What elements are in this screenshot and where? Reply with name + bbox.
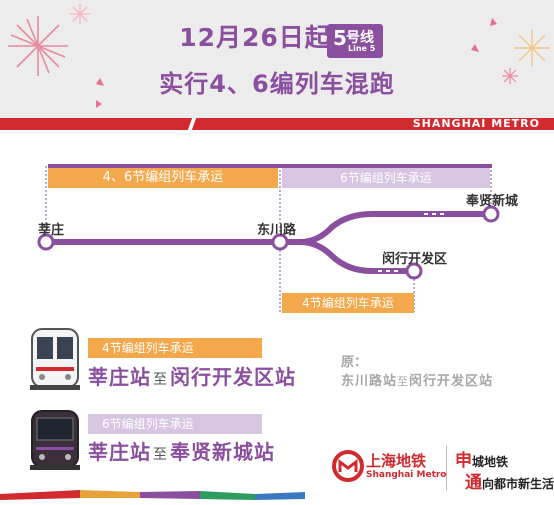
- station-dongchuanlu-label: 东川路: [257, 223, 297, 238]
- banner-4-6-cars: 4、6节编组列车承运: [48, 168, 278, 188]
- line-map: [37, 166, 500, 312]
- banner-4-6-topline: [48, 164, 280, 168]
- service-4car-route: 莘庄站至闵行开发区站: [88, 365, 296, 389]
- original-route: 东川路站至闵行开发区站: [341, 374, 494, 389]
- service-4car-tag: 4节编组列车承运: [88, 338, 262, 358]
- station-fengxian-marker: [482, 205, 500, 223]
- logo-en: Shanghai Metro: [366, 470, 447, 480]
- firework-left-icon: [8, 16, 68, 76]
- title-main: 实行4、6编列车混跑: [159, 70, 395, 98]
- service-6car-route: 莘庄站至奉贤新城站: [88, 440, 275, 464]
- track-fengxian: [280, 211, 491, 245]
- firework-small-right-icon: [502, 68, 518, 84]
- train-4car-icon: [30, 328, 80, 390]
- station-dongchuanlu-marker: [271, 233, 289, 251]
- brand-text: SHANGHAI METRO: [412, 117, 540, 130]
- train-6car-icon: [30, 410, 80, 470]
- firework-decorations: [8, 4, 550, 108]
- station-minhang-marker: [405, 262, 423, 280]
- confetti-shape: [96, 78, 104, 86]
- station-xinzhuang-label: 莘庄: [38, 223, 65, 238]
- logo-cn: 上海地铁: [366, 452, 427, 470]
- original-route-label: 原：: [341, 355, 368, 370]
- title-date: 12月26日起: [179, 23, 331, 52]
- service-6car-tag: 6节编组列车承运: [88, 414, 262, 434]
- color-strip: [0, 490, 305, 500]
- station-minhang-label: 闵行开发区: [382, 252, 448, 267]
- slogan-line1: 申城地铁: [455, 451, 509, 471]
- banner-4-cars: 4节编组列车承运: [282, 293, 414, 313]
- banner-6-topline: [280, 164, 492, 168]
- slogan-line2: 通向都市新生活: [465, 473, 554, 493]
- footer-divider: [446, 446, 447, 490]
- firework-small-left-icon: [70, 4, 90, 24]
- confetti-shape: [471, 44, 479, 52]
- firework-right-icon: [514, 30, 550, 66]
- brand-bar: [0, 118, 554, 130]
- confetti-shape: [96, 100, 102, 108]
- line-5-badge: 5 号线 Line 5: [327, 24, 383, 58]
- track-minhang: [299, 239, 414, 274]
- banner-6-cars: 6节编组列车承运: [282, 168, 490, 188]
- confetti-shape: [490, 18, 497, 26]
- station-fengxian-label: 奉贤新城: [466, 194, 519, 209]
- station-xinzhuang-marker: [37, 233, 55, 251]
- header: 12月26日起 5 号线 Line 5 实行4、6编列车混跑: [0, 0, 554, 118]
- shanghai-metro-logo-icon: [332, 450, 364, 482]
